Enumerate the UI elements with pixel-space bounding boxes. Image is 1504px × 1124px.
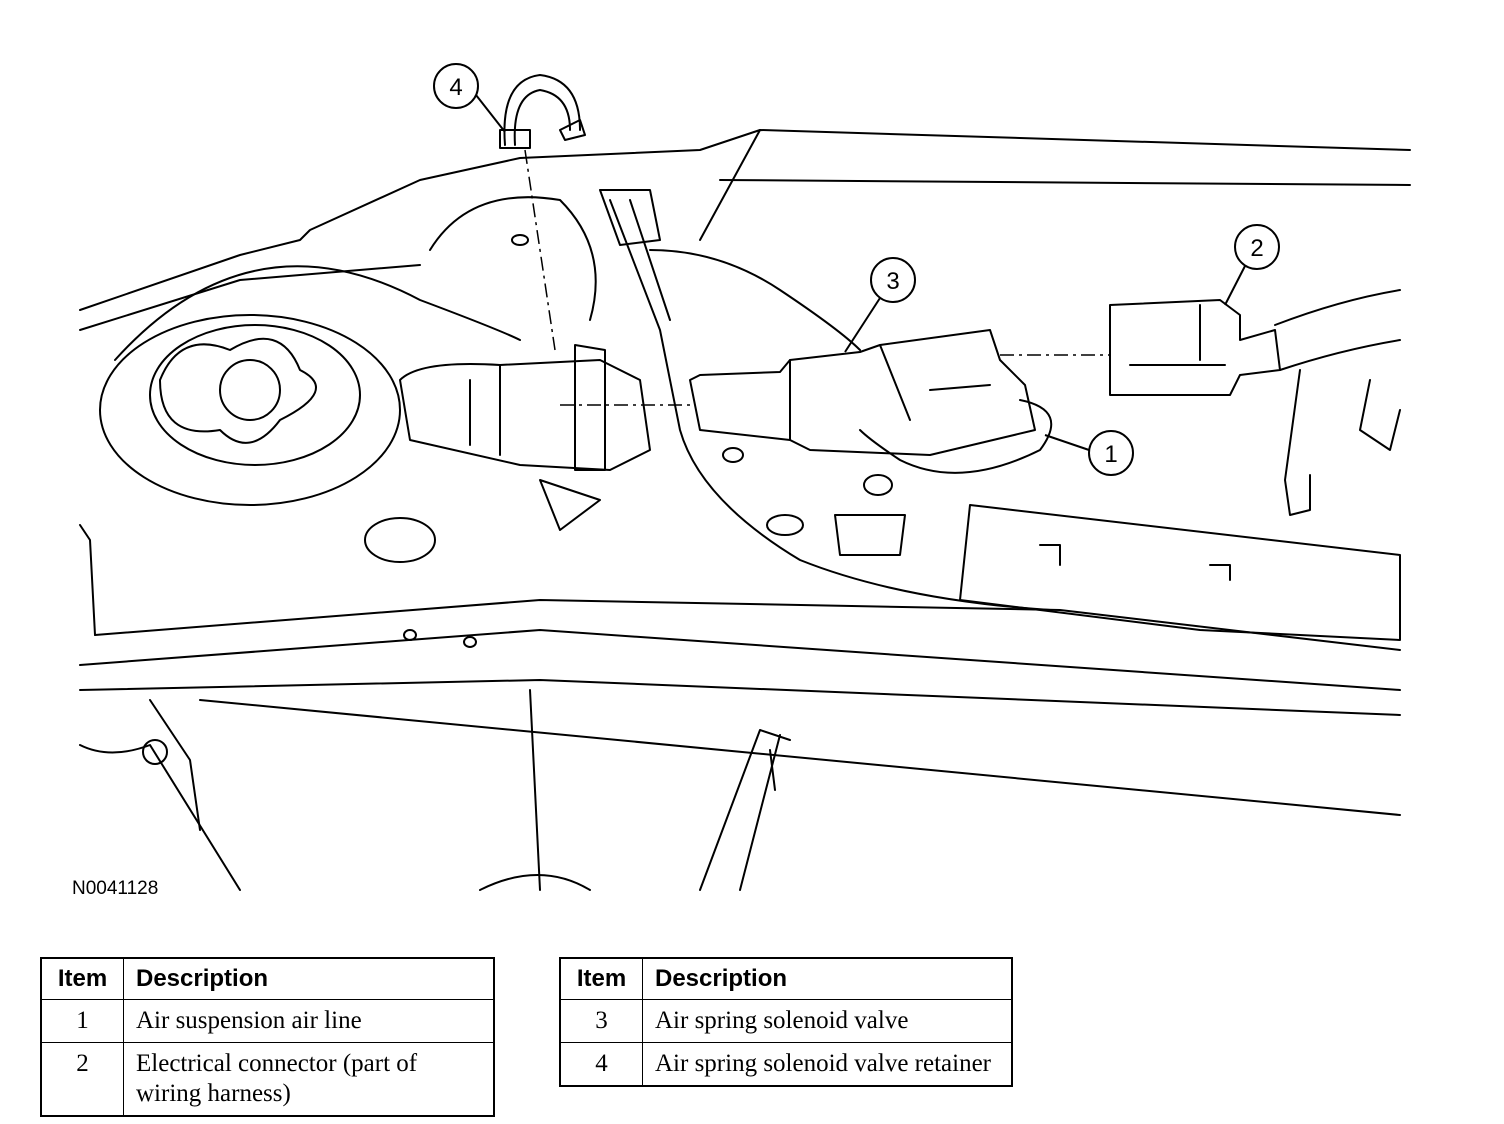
item-description: Air suspension air line	[123, 999, 495, 1043]
item-number: 1	[40, 999, 124, 1043]
line-art	[79, 74, 1411, 891]
item-description: Electrical connector (part of wiring har…	[123, 1042, 495, 1117]
header-description: Description	[123, 957, 495, 1000]
callout-3: 3	[844, 257, 916, 353]
callout-1-label: 1	[1104, 441, 1117, 468]
callout-4: 4	[433, 63, 506, 133]
figure-id: N0041128	[72, 878, 159, 899]
callout-4-label: 4	[449, 74, 462, 101]
header-item: Item	[40, 957, 124, 1000]
alignment-lines	[524, 149, 1110, 406]
header-description: Description	[642, 957, 1013, 1000]
item-number: 2	[40, 1042, 124, 1117]
item-number: 3	[559, 999, 643, 1043]
table-row: 4 Air spring solenoid valve retainer	[559, 1042, 1013, 1087]
header-item: Item	[559, 957, 643, 1000]
item-number: 4	[559, 1042, 643, 1087]
callout-2-label: 2	[1250, 235, 1263, 262]
table-row: 1 Air suspension air line	[40, 999, 495, 1043]
callout-2: 2	[1224, 224, 1280, 306]
callout-3-label: 3	[886, 268, 899, 295]
legend-table-right: Item Description 3 Air spring solenoid v…	[559, 957, 1013, 1087]
legend-header-row: Item Description	[40, 957, 495, 1000]
item-description: Air spring solenoid valve	[642, 999, 1013, 1043]
legend-header-row: Item Description	[559, 957, 1013, 1000]
item-description: Air spring solenoid valve retainer	[642, 1042, 1013, 1087]
callout-1: 1	[1044, 430, 1134, 476]
table-row: 3 Air spring solenoid valve	[559, 999, 1013, 1043]
legend-table-left: Item Description 1 Air suspension air li…	[40, 957, 495, 1117]
table-row: 2 Electrical connector (part of wiring h…	[40, 1042, 495, 1117]
vehicle-diagram: 4 3 2 1	[79, 63, 1411, 891]
